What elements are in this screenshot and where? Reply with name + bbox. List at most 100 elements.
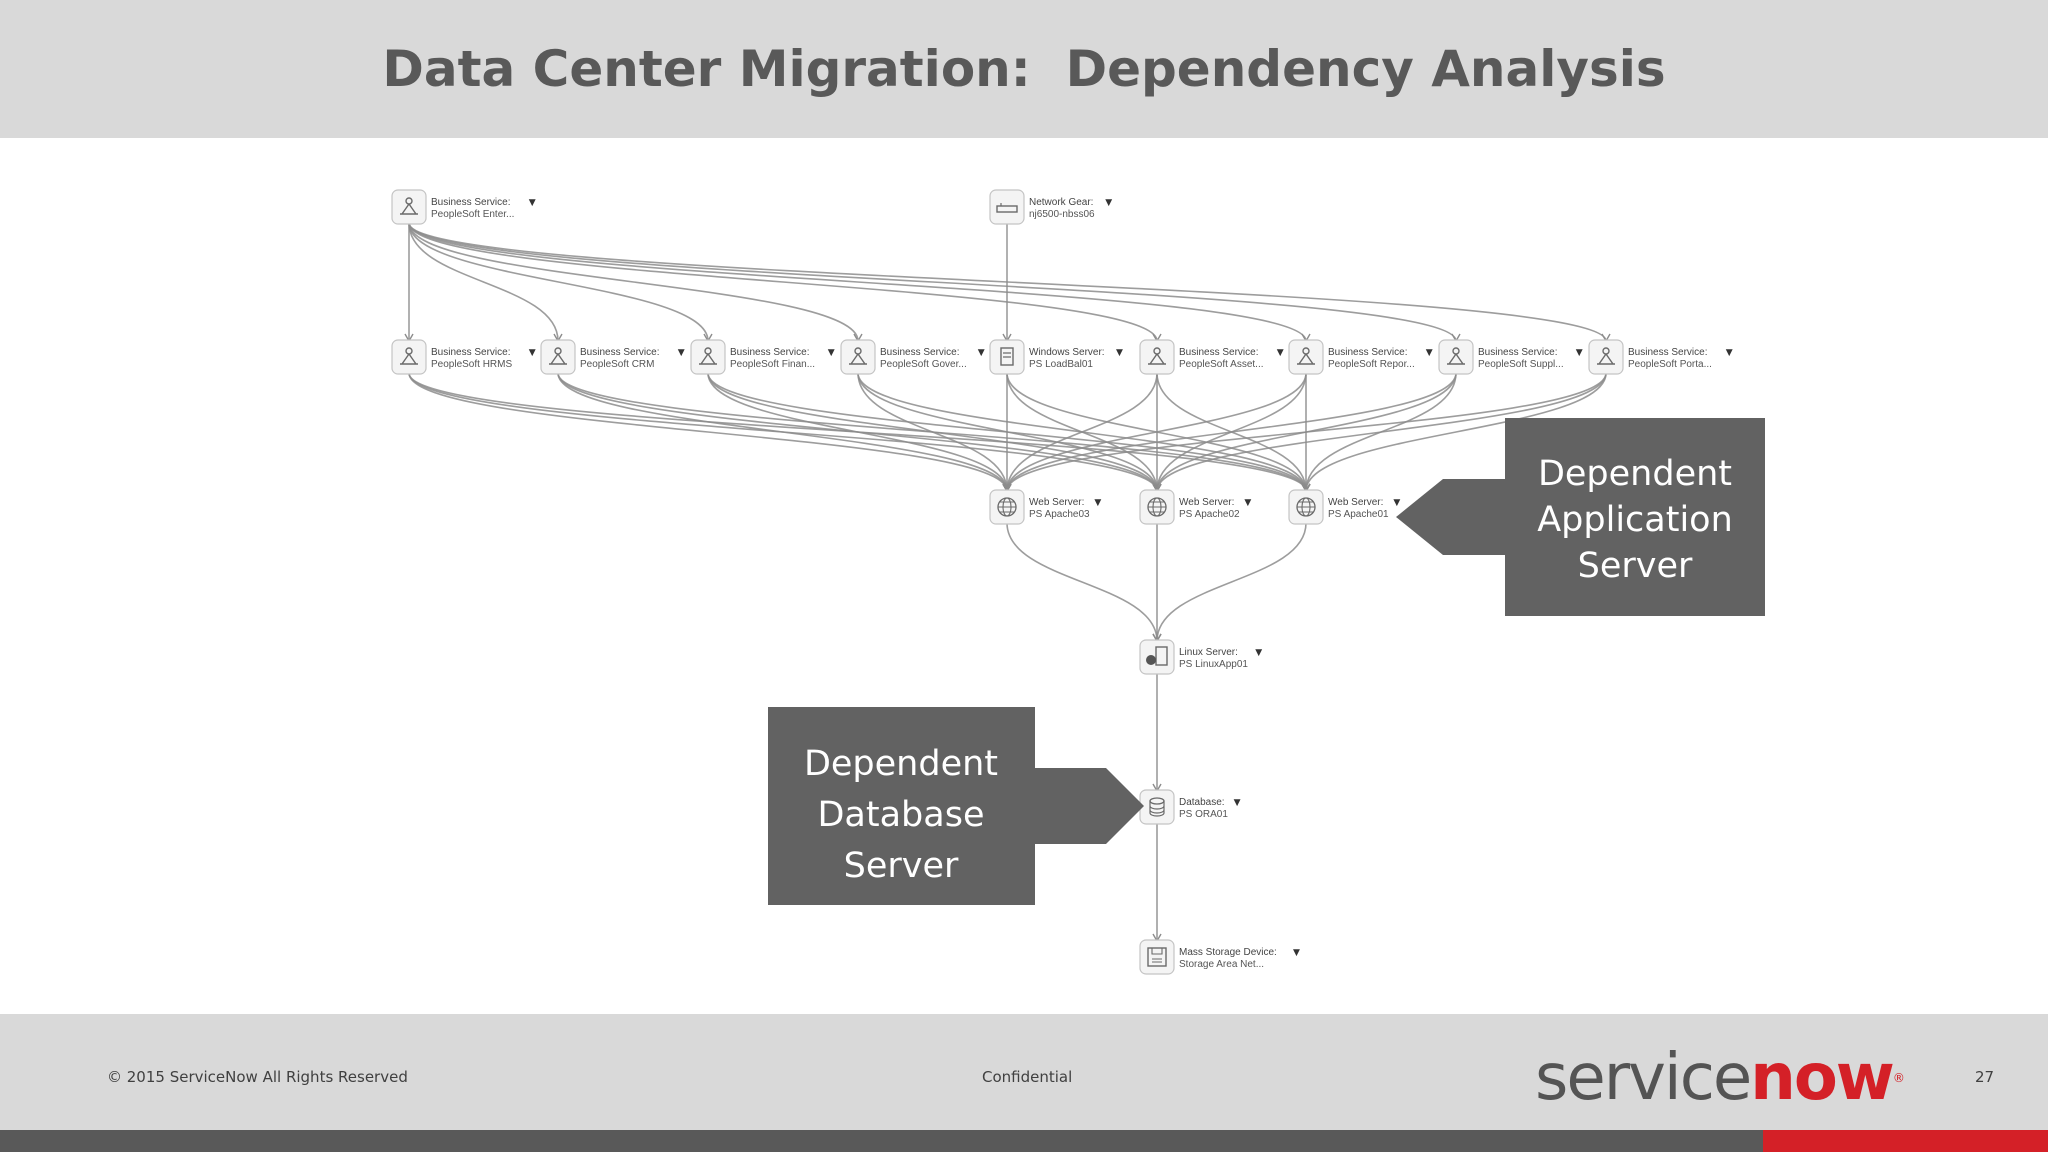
node-bs-gover[interactable]: Business Service:▼PeopleSoft Gover... — [840, 339, 985, 375]
node-box[interactable] — [1139, 789, 1175, 825]
dropdown-caret-icon[interactable]: ▼ — [1244, 498, 1251, 508]
edge-bs-enterprise-to-bs-finan — [408, 222, 709, 342]
callout-pointer — [1035, 768, 1144, 844]
node-bs-repor[interactable]: Business Service: ▼ PeopleSoft Repor... — [1288, 339, 1433, 375]
dropdown-caret-icon[interactable]: ▼ — [1105, 198, 1112, 208]
web-server-icon — [997, 497, 1017, 517]
dropdown-caret-icon[interactable]: ▼ — [678, 348, 685, 358]
business-service-icon — [1297, 347, 1315, 365]
web-server-icon — [1296, 497, 1316, 517]
node-title: Business Service: — [431, 347, 510, 358]
mass-storage-icon — [1147, 947, 1167, 967]
dropdown-caret-icon[interactable]: ▼ — [1234, 798, 1241, 808]
edge-bs-enterprise-to-bs-suppl — [408, 222, 1457, 342]
business-service-icon — [549, 347, 567, 365]
node-box[interactable] — [1288, 339, 1324, 375]
node-title: Business Service: — [880, 347, 959, 358]
node-title: Business Service: — [1328, 347, 1407, 358]
node-title: Mass Storage Device: — [1179, 947, 1277, 958]
node-bs-enterprise[interactable]: Business Service:▼PeopleSoft Enter... — [391, 189, 536, 225]
node-title: Windows Server: — [1029, 347, 1105, 358]
linux-server-icon — [1146, 646, 1168, 666]
node-subtitle: PeopleSoft CRM — [580, 359, 654, 370]
business-service-icon — [1447, 347, 1465, 365]
node-title: Business Service: — [431, 197, 510, 208]
node-subtitle: PeopleSoft Porta... — [1628, 359, 1712, 370]
node-bs-asset[interactable]: Business Service:▼PeopleSoft Asset... — [1139, 339, 1284, 375]
callout-line: Database — [817, 795, 984, 835]
edge-bs-gover-to-web3 — [857, 372, 1008, 492]
edge-bs-porta-to-web1 — [1305, 372, 1607, 492]
node-box[interactable] — [1438, 339, 1474, 375]
logo-word-service: service — [1535, 1041, 1752, 1115]
node-storage[interactable]: Mass Storage Device:▼Storage Area Net... — [1139, 939, 1300, 975]
dropdown-caret-icon[interactable]: ▼ — [529, 348, 536, 358]
dropdown-caret-icon[interactable]: ▼ — [1255, 648, 1262, 658]
dropdown-caret-icon[interactable]: ▼ — [828, 348, 835, 358]
dropdown-caret-icon[interactable]: ▼ — [529, 198, 536, 208]
node-bs-crm[interactable]: Business Service:▼PeopleSoft CRM — [540, 339, 685, 375]
edge-bs-suppl-to-web3 — [1006, 372, 1457, 492]
node-win-lb[interactable]: Windows Server:▼PS LoadBal01 — [989, 339, 1123, 375]
dropdown-caret-icon[interactable]: ▼ — [1726, 348, 1733, 358]
node-box[interactable] — [391, 339, 427, 375]
node-web3[interactable]: Web Server:▼PS Apache03 — [989, 489, 1101, 525]
node-box[interactable] — [1139, 639, 1175, 675]
logo-word-now: now — [1750, 1041, 1895, 1115]
dropdown-caret-icon[interactable]: ▼ — [1293, 948, 1300, 958]
dropdown-caret-icon[interactable]: ▼ — [1393, 498, 1400, 508]
node-title: Business Service: — [1628, 347, 1707, 358]
edge-bs-hrms-to-web3 — [408, 372, 1008, 492]
footer-bar-red — [1763, 1130, 2048, 1152]
node-subtitle: PeopleSoft Asset... — [1179, 359, 1264, 370]
edge-bs-porta-to-web3 — [1006, 372, 1607, 492]
node-box[interactable] — [690, 339, 726, 375]
page-number: 27 — [1975, 1068, 1995, 1086]
node-db[interactable]: Database:▼PS ORA01 — [1139, 789, 1241, 825]
node-title: Business Service: — [730, 347, 809, 358]
callout-line: Server — [1578, 546, 1693, 586]
node-box[interactable] — [1139, 339, 1175, 375]
database-icon — [1149, 797, 1165, 817]
dropdown-caret-icon[interactable]: ▼ — [1277, 348, 1284, 358]
footer-bar-gray — [0, 1130, 1763, 1152]
node-bs-porta[interactable]: Business Service: ▼ PeopleSoft Porta... — [1588, 339, 1733, 375]
business-service-icon — [1148, 347, 1166, 365]
node-web2[interactable]: Web Server:▼PS Apache02 — [1139, 489, 1251, 525]
node-box[interactable] — [989, 189, 1025, 225]
node-subtitle: PeopleSoft HRMS — [431, 359, 512, 370]
dropdown-caret-icon[interactable]: ▼ — [1576, 348, 1583, 358]
edge-bs-finan-to-web3 — [707, 372, 1008, 492]
edge-bs-enterprise-to-bs-repor — [408, 222, 1307, 342]
callout-pointer — [1396, 479, 1505, 555]
edge-bs-asset-to-web3 — [1006, 372, 1158, 492]
edge-bs-enterprise-to-bs-gover — [408, 222, 859, 342]
callout-box — [768, 707, 1035, 905]
dropdown-caret-icon[interactable]: ▼ — [1094, 498, 1101, 508]
node-box[interactable] — [840, 339, 876, 375]
node-box[interactable] — [1139, 939, 1175, 975]
node-linux[interactable]: Linux Server:▼PS LinuxApp01 — [1139, 639, 1262, 675]
node-web1[interactable]: Web Server:▼PS Apache01 — [1288, 489, 1400, 525]
node-bs-hrms[interactable]: Business Service: ▼ PeopleSoft HRMS — [391, 339, 536, 375]
node-bs-suppl[interactable]: Business Service:▼PeopleSoft Suppl... — [1438, 339, 1583, 375]
node-subtitle: PeopleSoft Repor... — [1328, 359, 1415, 370]
node-title: Web Server: — [1179, 497, 1234, 508]
node-title: Linux Server: — [1179, 647, 1238, 658]
servicenow-logo: servicenow® — [1535, 1040, 1905, 1116]
dropdown-caret-icon[interactable]: ▼ — [1116, 348, 1123, 358]
footer — [0, 1014, 2048, 1130]
dropdown-caret-icon[interactable]: ▼ — [1426, 348, 1433, 358]
node-network-gear[interactable]: Network Gear:▼nj6500-nbss06 — [989, 189, 1112, 225]
node-subtitle: PeopleSoft Suppl... — [1478, 359, 1564, 370]
callouts: DependentApplicationServerDependentDatab… — [768, 418, 1765, 905]
copyright-text: © 2015 ServiceNow All Rights Reserved — [107, 1068, 408, 1086]
node-box[interactable] — [1588, 339, 1624, 375]
node-box[interactable] — [540, 339, 576, 375]
node-bs-finan[interactable]: Business Service:▼PeopleSoft Finan... — [690, 339, 835, 375]
node-box[interactable] — [391, 189, 427, 225]
edge-bs-enterprise-to-bs-crm — [408, 222, 559, 342]
dropdown-caret-icon[interactable]: ▼ — [978, 348, 985, 358]
edge-bs-repor-to-web3 — [1006, 372, 1307, 492]
